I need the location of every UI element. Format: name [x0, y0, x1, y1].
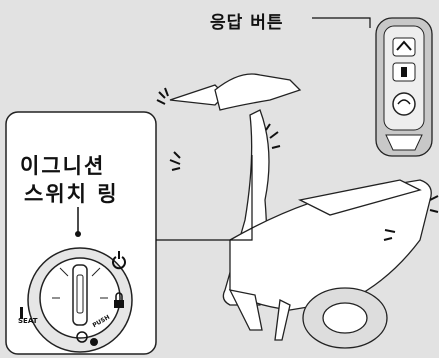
alarm-icon	[393, 63, 415, 81]
response-button-label: 응답 버튼	[210, 8, 283, 33]
off-icon	[393, 93, 415, 115]
ring-pointer-dot	[75, 231, 81, 237]
smart-key-remote	[376, 18, 432, 156]
ignition-ring-label-line2: 스위치 링	[24, 178, 119, 208]
response-leader-line	[312, 18, 370, 28]
answer-icon	[393, 38, 415, 56]
seat-marking: SEAT	[18, 317, 37, 325]
ignition-ring-label-line1: 이그니션	[20, 150, 105, 180]
ignition-leader-line	[156, 155, 252, 240]
